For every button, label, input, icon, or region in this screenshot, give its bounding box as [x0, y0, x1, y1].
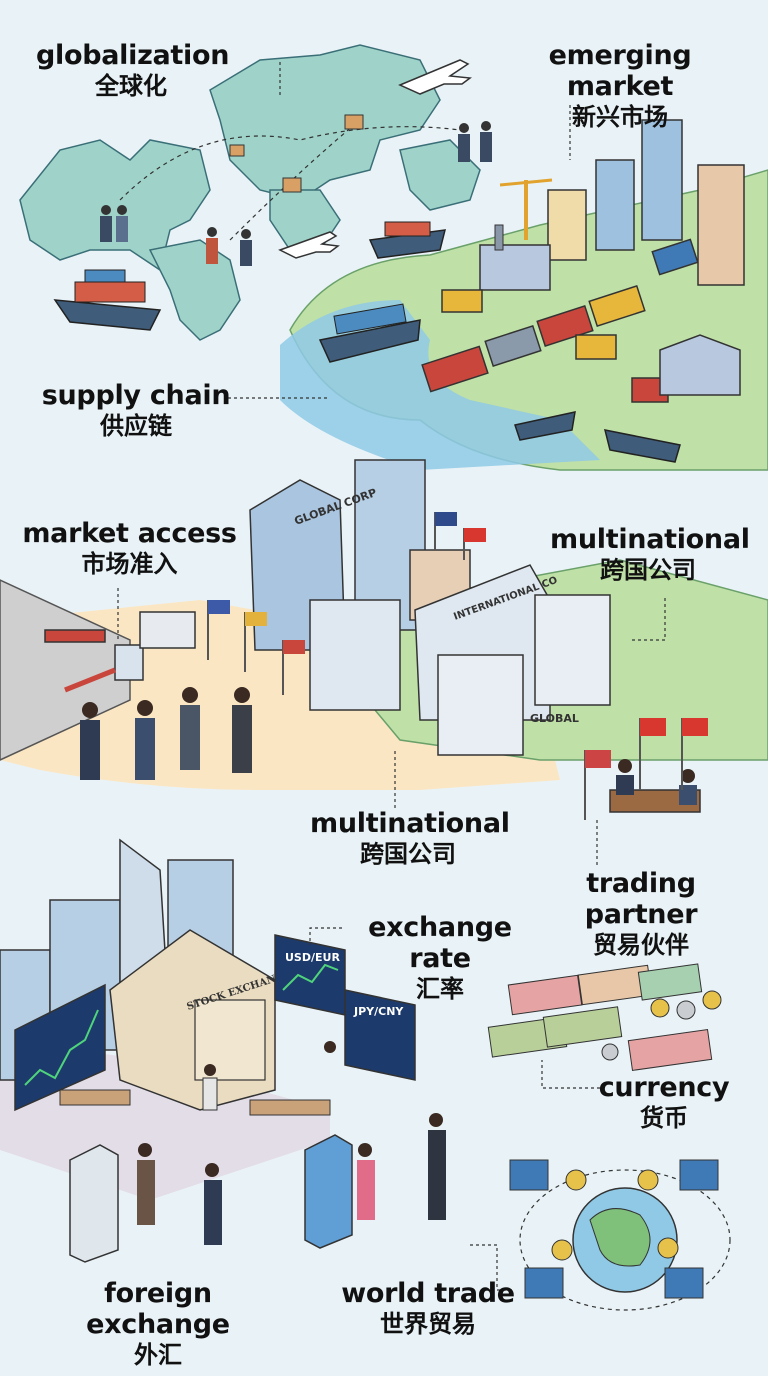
- label-globalization-en: globalization: [36, 40, 230, 71]
- label-currency-en: currency: [598, 1072, 730, 1103]
- jpy-cny-label: JPY/CNY: [353, 1005, 404, 1018]
- flag-poles-icon: [207, 512, 486, 695]
- atm-machine-icon: [69, 1134, 353, 1263]
- label-supply-chain-en: supply chain: [41, 380, 231, 411]
- label-market-access: market access 市场准入: [22, 518, 237, 579]
- label-multinational-top-en: multinational: [550, 524, 750, 555]
- handshake-businessmen-icon: [80, 687, 252, 780]
- label-trading-partner: trading partner 贸易伙伴: [532, 868, 750, 960]
- label-supply-chain-zh: 供应链: [100, 412, 172, 441]
- label-emerging-market-en: emerging market: [548, 40, 692, 103]
- cash-exchange-people-icon: [137, 1113, 446, 1245]
- label-globalization-zh: 全球化: [95, 72, 167, 101]
- exchange-rate-screen-usd-eur: [274, 934, 346, 1016]
- label-foreign-exchange: foreign exchange 外汇: [30, 1278, 286, 1370]
- label-multinational-top: multinational 跨国公司: [550, 524, 750, 585]
- skyscraper-icon: [547, 119, 745, 286]
- stock-exchange-building-icon: [109, 929, 276, 1111]
- stock-chart-screen: [14, 983, 106, 1112]
- freight-train-icon: [421, 238, 699, 393]
- traders-at-desks-icon: [59, 1041, 336, 1116]
- label-world-trade: world trade 世界贸易: [340, 1278, 516, 1339]
- banknotes-coins-icon: [487, 963, 722, 1071]
- label-world-trade-zh: 世界贸易: [380, 1310, 476, 1339]
- label-exchange-rate-zh: 汇率: [416, 975, 464, 1004]
- label-multinational-top-zh: 跨国公司: [600, 556, 696, 585]
- label-foreign-exchange-zh: 外汇: [134, 1341, 182, 1370]
- cargo-ship-icon: [514, 411, 681, 463]
- label-emerging-market: emerging market 新兴市场: [495, 40, 745, 132]
- label-emerging-market-zh: 新兴市场: [572, 103, 668, 132]
- label-multinational-mid-zh: 跨国公司: [360, 840, 456, 869]
- cargo-ship-icon: [53, 269, 162, 331]
- airplane-icon: [278, 231, 340, 259]
- factory-icon: [479, 224, 551, 291]
- label-market-access-en: market access: [22, 518, 237, 549]
- label-currency-zh: 货币: [640, 1104, 688, 1133]
- exchange-rate-screen-jpy-cny: [344, 989, 416, 1081]
- usd-eur-label: USD/EUR: [285, 951, 340, 964]
- world-trade-network-icon: [509, 1159, 731, 1311]
- label-world-trade-en: world trade: [341, 1278, 515, 1309]
- negotiation-table-icon: [584, 718, 708, 820]
- delivery-truck-icon: [139, 611, 196, 649]
- warehouse-icon: [659, 334, 741, 396]
- construction-crane-icon: [499, 178, 553, 240]
- label-multinational-mid: multinational 跨国公司: [310, 808, 510, 869]
- label-globalization: globalization 全球化: [36, 40, 230, 101]
- office-tower-icon: [249, 459, 611, 756]
- label-multinational-mid-en: multinational: [310, 808, 510, 839]
- label-foreign-exchange-en: foreign exchange: [86, 1278, 230, 1341]
- cargo-ship-icon: [318, 303, 421, 363]
- cargo-ship-icon: [368, 221, 446, 259]
- airplane-icon: [398, 59, 472, 95]
- leader-lines: [117, 62, 666, 1291]
- global-sign: GLOBAL: [530, 712, 579, 725]
- label-exchange-rate-en: exchange rate: [368, 912, 512, 975]
- label-currency: currency 货币: [598, 1072, 730, 1133]
- label-market-access-zh: 市场准入: [81, 550, 178, 579]
- label-trading-partner-zh: 贸易伙伴: [593, 931, 689, 960]
- label-exchange-rate: exchange rate 汇率: [340, 912, 540, 1004]
- label-trading-partner-en: trading partner: [584, 868, 698, 931]
- checkpoint-gate-icon: [44, 629, 144, 693]
- business-people-icon: [100, 121, 492, 266]
- world-map: [19, 44, 481, 341]
- label-supply-chain: supply chain 供应链: [40, 380, 232, 441]
